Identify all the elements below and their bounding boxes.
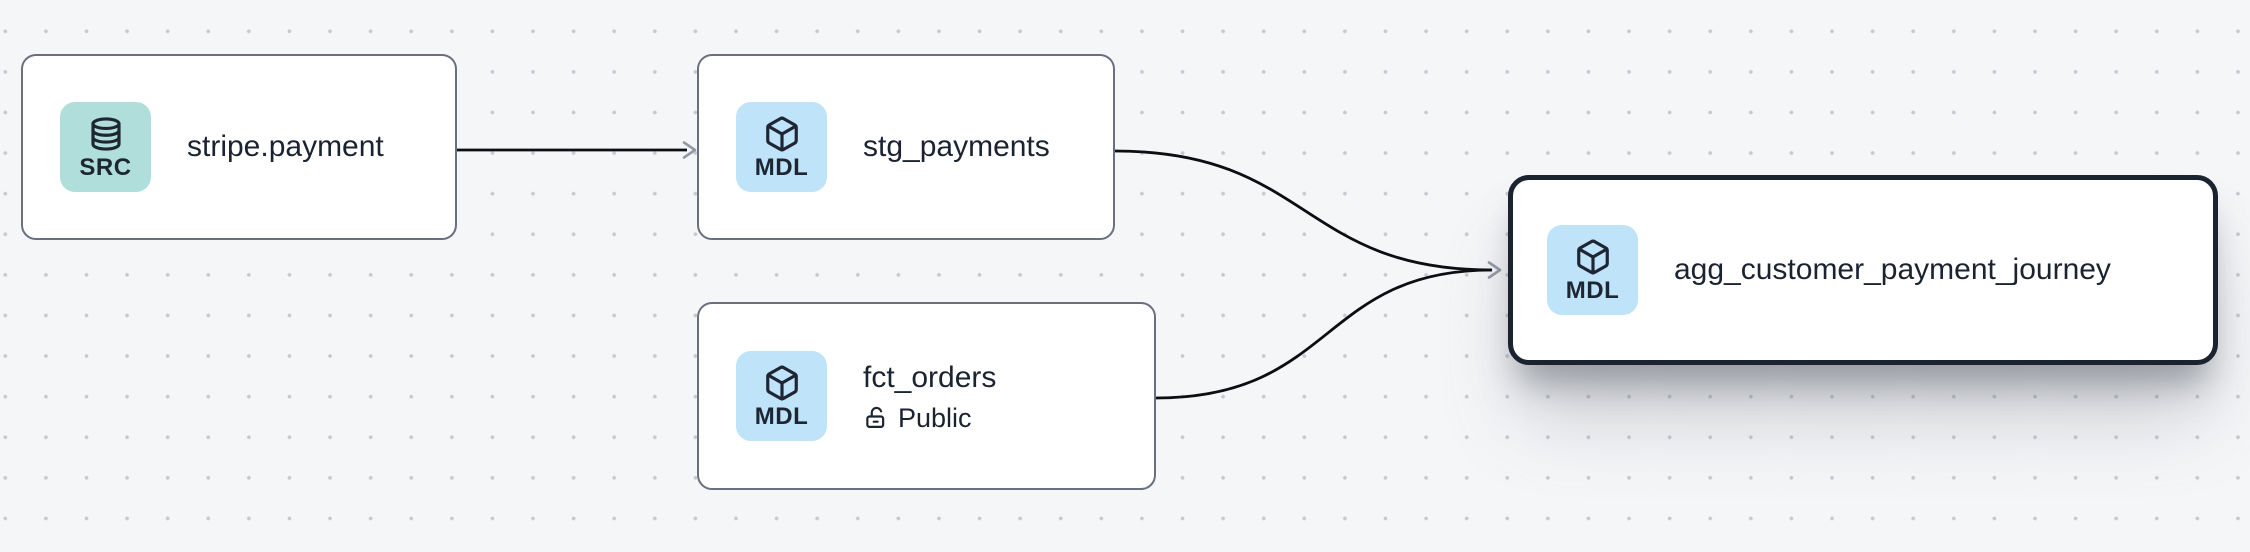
edge-stg-payments-to-agg[interactable] [1114, 149, 1493, 272]
model-badge: MDL [736, 102, 827, 192]
node-title: stripe.payment [187, 130, 384, 163]
unlock-icon [866, 406, 885, 428]
cube-icon [765, 116, 798, 151]
node-title: stg_payments [863, 130, 1050, 163]
node-title: agg_customer_payment_journey [1674, 253, 2111, 286]
database-icon [90, 116, 121, 151]
edge-fct-orders-to-agg[interactable] [1155, 268, 1493, 400]
source-badge: SRC [60, 102, 151, 192]
node-agg-customer-payment-journey[interactable]: MDL agg_customer_payment_journey [1508, 175, 2218, 365]
model-badge: MDL [1547, 225, 1638, 315]
cube-icon [765, 365, 798, 400]
cube-icon [1576, 239, 1609, 274]
access-label: Public [898, 402, 972, 433]
badge-label: MDL [1565, 276, 1620, 304]
node-stg-payments[interactable]: MDL stg_payments [697, 54, 1115, 240]
badge-label: MDL [754, 402, 809, 430]
node-title: fct_orders [863, 360, 997, 394]
badge-label: MDL [754, 153, 809, 181]
node-stripe-payment[interactable]: SRC stripe.payment [21, 54, 457, 240]
access-row: Public [863, 402, 996, 434]
model-badge: MDL [736, 351, 827, 441]
node-fct-orders[interactable]: MDL fct_orders Public [697, 302, 1156, 490]
badge-label: SRC [79, 153, 132, 181]
arrowhead-icon [1487, 261, 1502, 279]
arrowhead-icon [682, 141, 697, 159]
